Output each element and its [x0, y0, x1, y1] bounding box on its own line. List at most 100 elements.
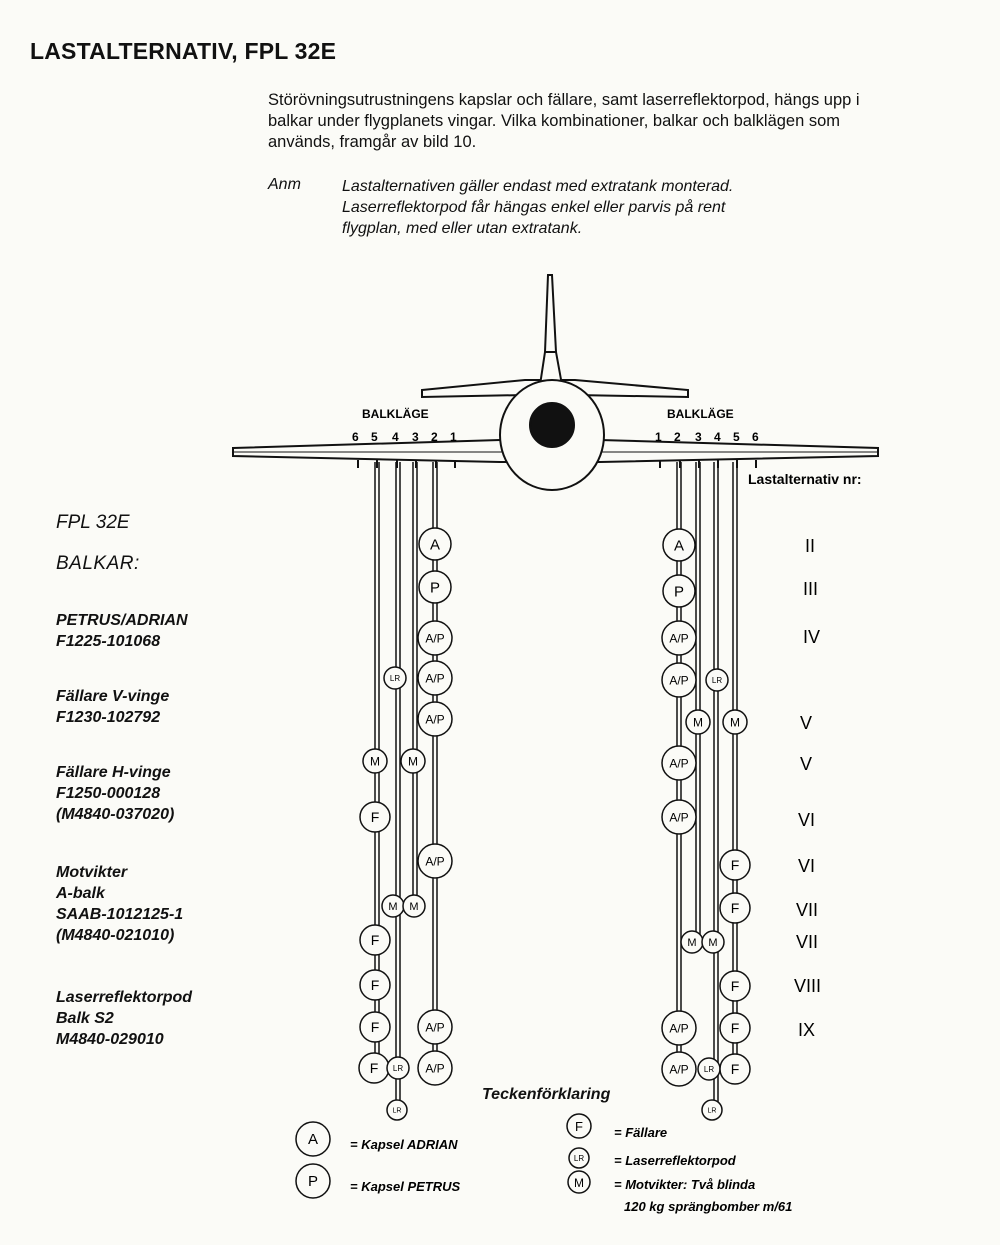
beam-motvikter: Motvikter A-balk SAAB-1012125-1 (M4840-0…	[56, 862, 183, 946]
left-positions: 6 5 4 3 2 1	[352, 430, 457, 444]
alternative-label: V	[800, 754, 812, 774]
aircraft-outline	[232, 274, 879, 491]
capsule-a-p-symbol-label: A/P	[425, 854, 444, 868]
capsule-a-p-symbol	[417, 1009, 453, 1045]
capsule-a-p-symbol	[661, 799, 697, 835]
capsule-a-p-symbol	[417, 843, 453, 879]
legend-symbol-text: F	[575, 1119, 583, 1134]
laserpod-symbol	[705, 668, 729, 692]
counterweight-symbol-label: M	[388, 901, 397, 913]
position-label: 5	[733, 430, 740, 444]
alternative-label: II	[805, 536, 815, 556]
fallare-symbol-label: F	[370, 1060, 379, 1076]
legend-capsule-p-icon	[295, 1163, 331, 1199]
counterweight-symbol-label: M	[730, 715, 740, 729]
fallare-symbol-label: F	[731, 857, 740, 873]
laserpod-symbol-label: LR	[390, 674, 400, 683]
counterweight-symbol-label: M	[408, 754, 418, 768]
capsule-a-p-symbol-label: A/P	[669, 1021, 688, 1035]
beam-line: (M4840-037020)	[56, 806, 175, 823]
capsule-a-p-symbol	[661, 620, 697, 656]
capsule-a-p-symbol-label: A/P	[425, 1061, 444, 1075]
fallare-symbol	[719, 892, 751, 924]
legend-symbol-text: P	[308, 1173, 318, 1190]
beam-line: M4840-029010	[56, 1031, 164, 1048]
fallare-symbol	[359, 1011, 391, 1043]
alternative-label: IX	[798, 1020, 815, 1040]
intro-paragraph: Störövningsutrustningens kapslar och fäl…	[268, 90, 958, 153]
counterweight-symbol	[402, 894, 426, 918]
counterweight-symbol	[400, 748, 426, 774]
lastalternativ-label: Lastalternativ nr:	[748, 471, 862, 487]
balklage-right-label: BALKLÄGE	[667, 406, 734, 421]
legend-symbol-text: LR	[574, 1154, 584, 1163]
position-label: 1	[655, 430, 662, 444]
fallare-symbol	[359, 924, 391, 956]
laserpod-symbol	[383, 666, 407, 690]
capsule-adrian-symbol	[662, 528, 696, 562]
counterweight-symbol	[362, 748, 388, 774]
position-label: 3	[695, 430, 702, 444]
position-label: 2	[674, 430, 681, 444]
beam-line: Fällare H-vinge	[56, 764, 171, 781]
beam-fallare-h: Fällare H-vinge F1250-000128 (M4840-0370…	[56, 762, 174, 825]
legend-label: = Fällare	[614, 1125, 667, 1140]
capsule-petrus-symbol	[418, 570, 452, 604]
legend-label: = Kapsel ADRIAN	[350, 1137, 458, 1152]
fallare-symbol	[359, 801, 391, 833]
beam-fallare-v: Fällare V-vinge F1230-102792	[56, 686, 169, 728]
beam-line: Motvikter	[56, 864, 128, 881]
anm-note: Lastalternativen gäller endast med extra…	[342, 176, 862, 239]
capsule-a-p-symbol-label: A/P	[425, 712, 444, 726]
beam-petrus-adrian: PETRUS/ADRIAN F1225-101068	[56, 610, 188, 652]
capsule-a-p-symbol	[417, 1050, 453, 1086]
laserpod-symbol	[701, 1099, 723, 1121]
capsule-a-p-symbol-label: A/P	[425, 631, 444, 645]
beam-line: (M4840-021010)	[56, 927, 175, 944]
page-title: LASTALTERNATIV, FPL 32E	[30, 38, 337, 64]
fallare-symbol	[359, 969, 391, 1001]
legend-symbol-text: M	[574, 1176, 584, 1190]
capsule-a-p-symbol-label: A/P	[425, 1020, 444, 1034]
intro-line: balkar under flygplanets vingar. Vilka k…	[268, 112, 841, 130]
capsule-a-p-symbol	[417, 660, 453, 696]
anm-line: Laserreflektorpod får hängas enkel eller…	[342, 199, 726, 216]
alternative-numerals: II III IV V V VI VI VII VII VIII IX	[794, 536, 821, 1040]
capsule-a-p-symbol-label: A/P	[669, 673, 688, 687]
fallare-symbol-label: F	[731, 978, 740, 994]
fallare-symbol-label: F	[371, 1019, 380, 1035]
legend-label: 120 kg sprängbomber m/61	[624, 1199, 792, 1214]
laserpod-symbol	[386, 1056, 410, 1080]
capsule-a-p-symbol	[417, 620, 453, 656]
legend-symbols	[295, 1113, 592, 1199]
capsule-a-p-symbol	[661, 745, 697, 781]
position-label: 1	[450, 430, 457, 444]
fallare-symbol	[719, 970, 751, 1002]
capsule-a-p-symbol	[661, 662, 697, 698]
fallare-symbol-label: F	[371, 977, 380, 993]
laserpod-symbol-label: LR	[712, 676, 722, 685]
beam-line: F1250-000128	[56, 785, 161, 802]
fallare-symbol	[719, 849, 751, 881]
legend-label: = Motvikter: Två blinda	[614, 1177, 755, 1192]
legend-symbol-letters: A P F LR M	[308, 1119, 584, 1190]
counterweight-symbol-label: M	[409, 901, 418, 913]
capsule-a-p-symbol	[417, 701, 453, 737]
alternative-label: VI	[798, 810, 815, 830]
legend-label: = Kapsel PETRUS	[350, 1179, 461, 1194]
fallare-symbol-label: F	[371, 809, 380, 825]
capsule-a-p-symbol	[661, 1051, 697, 1087]
position-label: 2	[431, 430, 438, 444]
fallare-symbol	[719, 1012, 751, 1044]
counterweight-symbol	[685, 709, 711, 735]
position-label: 4	[714, 430, 721, 444]
legend-fallare-icon	[566, 1113, 592, 1139]
capsule-a-p-symbol	[661, 1010, 697, 1046]
anm-label: Anm	[268, 176, 301, 193]
legend-title: Teckenförklaring	[482, 1086, 611, 1103]
alternative-label: V	[800, 713, 812, 733]
counterweight-symbol-label: M	[687, 937, 696, 949]
balkar-heading: BALKAR:	[56, 553, 140, 574]
fallare-symbol-label: F	[731, 1020, 740, 1036]
laserpod-symbol-label: LR	[393, 1064, 403, 1073]
